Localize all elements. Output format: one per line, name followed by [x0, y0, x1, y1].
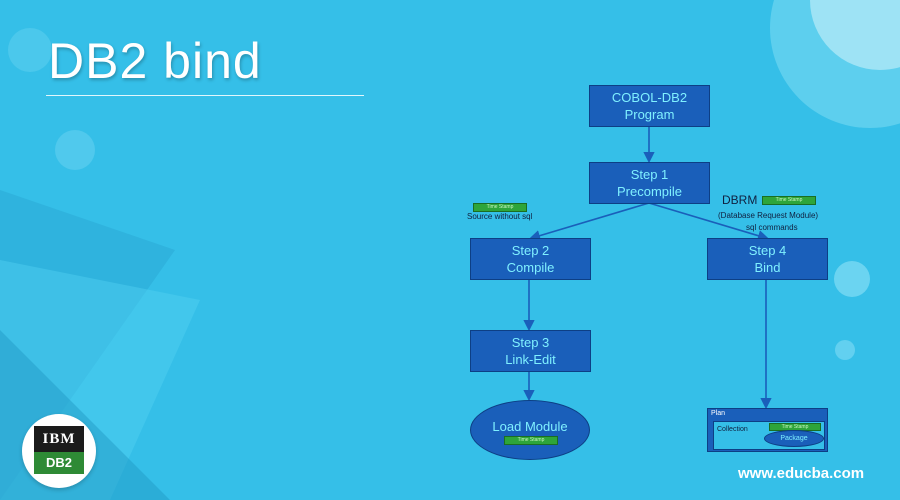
title-underline [46, 95, 364, 96]
load-module-timestamp: Time Stamp [504, 436, 558, 445]
logo-inner: IBM DB2 [34, 426, 84, 476]
arrow-step1-to-step2 [528, 202, 650, 242]
collection-label: Collection [717, 426, 748, 433]
logo-db2-text: DB2 [34, 452, 84, 474]
node-step4-line2: Bind [754, 260, 781, 275]
node-cobol-program-line1: COBOL-DB2 [611, 90, 688, 105]
node-step4-line1: Step 4 [748, 243, 787, 258]
node-step1-line1: Step 1 [630, 167, 669, 182]
dbrm-timestamp: Time Stamp [762, 196, 816, 205]
dbrm-label: DBRM [722, 193, 758, 207]
node-load-module: Load Module Time Stamp [470, 400, 590, 460]
node-step1-line2: Precompile [616, 184, 683, 199]
package-ellipse: Package [764, 430, 824, 447]
node-step2-line2: Compile [506, 260, 555, 275]
node-step2-compile: Step 2 Compile [470, 238, 591, 280]
plan-label: Plan [711, 410, 726, 417]
ibm-db2-logo: IBM DB2 [22, 414, 96, 488]
page-title: DB2 bind [48, 33, 262, 89]
source-without-sql-label: Source without sql [467, 212, 533, 221]
sql-commands-label: sql commands [746, 223, 798, 232]
dbrm-full-name: (Database Request Module) [718, 211, 819, 220]
website-url[interactable]: www.educba.com [738, 465, 865, 482]
node-step2-line1: Step 2 [511, 243, 550, 258]
node-cobol-program: COBOL-DB2 Program [589, 85, 710, 127]
node-step1-precompile: Step 1 Precompile [589, 162, 710, 204]
node-step4-bind: Step 4 Bind [707, 238, 828, 280]
logo-ibm-text: IBM [34, 426, 84, 452]
collection-box: Collection Time Stamp Package [713, 421, 825, 450]
node-step3-line1: Step 3 [511, 335, 550, 350]
node-load-module-label: Load Module [492, 419, 568, 434]
node-step3-link-edit: Step 3 Link-Edit [470, 330, 591, 372]
plan-box: Plan Collection Time Stamp Package [707, 408, 828, 452]
arrow-step1-to-step4 [648, 202, 770, 242]
node-cobol-program-line2: Program [624, 107, 675, 122]
node-step3-line2: Link-Edit [505, 352, 556, 367]
source-timestamp: Time Stamp [473, 203, 527, 212]
